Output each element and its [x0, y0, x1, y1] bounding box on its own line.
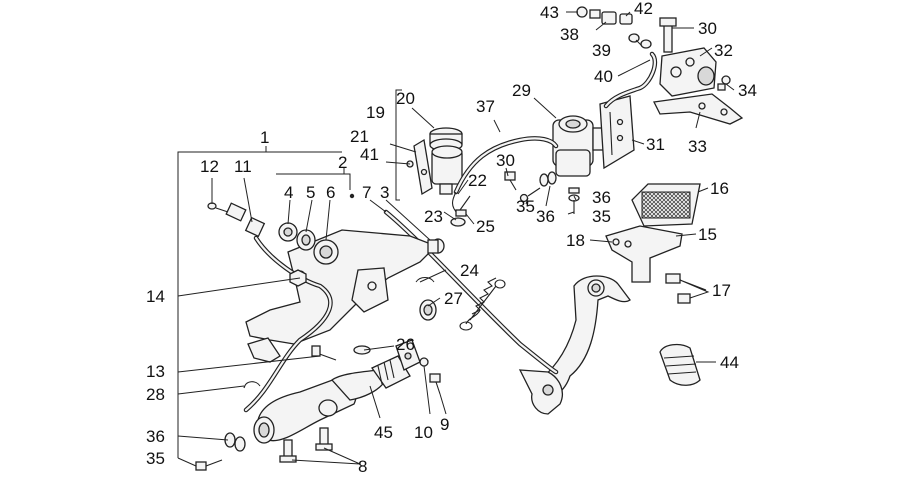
label-30-mid: 30 [496, 151, 515, 170]
master-cylinder-bracket [599, 95, 635, 170]
bolt-35-lower [195, 459, 223, 471]
label-13: 13 [146, 362, 165, 381]
label-27: 27 [444, 289, 463, 308]
pin-24 [427, 238, 445, 254]
label-43: 43 [540, 3, 559, 22]
reservoir-bracket [413, 138, 433, 196]
bolt-34 [717, 75, 731, 91]
label-20: 20 [396, 89, 415, 108]
label-35-lower: 35 [146, 449, 165, 468]
label-35-right: 35 [592, 207, 611, 226]
label-1: 1 [260, 128, 269, 147]
pin-10-9 [419, 357, 441, 395]
fittings-top [576, 6, 677, 53]
clip-23 [450, 217, 466, 227]
label-8: 8 [358, 457, 367, 476]
actuator-cylinder [253, 355, 411, 444]
label-35-mid: 35 [516, 197, 535, 216]
label-11: 11 [234, 157, 252, 176]
label-25: 25 [476, 217, 495, 236]
assembly-bracket-lines [177, 89, 402, 458]
pin-7 [349, 193, 355, 199]
label-28: 28 [146, 385, 165, 404]
part-labels: 1 2 3 4 5 6 7 8 9 10 11 12 13 14 15 16 1… [146, 0, 757, 476]
bushing-4 [278, 222, 298, 242]
screws-22-25 [455, 195, 471, 217]
brake-master-cylinder [552, 115, 610, 177]
bolt-30-mid [504, 171, 517, 191]
label-30-top: 30 [698, 19, 717, 38]
label-34: 34 [738, 81, 757, 100]
label-14: 14 [146, 287, 165, 306]
pedal-bracket [605, 225, 683, 283]
label-40: 40 [594, 67, 613, 86]
bushing-6 [313, 239, 339, 265]
pedal-pad [631, 183, 701, 227]
label-31: 31 [646, 135, 665, 154]
washer-36-lower [224, 432, 246, 452]
bolt-13 [311, 345, 337, 361]
label-38: 38 [560, 25, 579, 44]
label-23: 23 [424, 207, 443, 226]
bushing-5 [296, 229, 316, 251]
clip-near-24 [415, 277, 435, 283]
label-24: 24 [460, 261, 479, 280]
label-9: 9 [440, 415, 449, 434]
label-36-right: 36 [592, 188, 611, 207]
return-spring [459, 277, 506, 331]
label-33: 33 [688, 137, 707, 156]
label-29: 29 [512, 81, 531, 100]
distributor-mount-bracket [653, 93, 744, 125]
label-44: 44 [720, 353, 739, 372]
ring-27 [419, 299, 437, 321]
brake-distributor-block [659, 47, 717, 97]
label-12: 12 [200, 157, 219, 176]
label-3: 3 [380, 183, 389, 202]
leader-lines [177, 11, 735, 467]
clip-28 [243, 381, 261, 389]
label-4: 4 [284, 183, 293, 202]
label-32: 32 [714, 41, 733, 60]
bolt-35-right [568, 187, 580, 214]
label-16: 16 [710, 179, 729, 198]
label-19: 19 [366, 103, 385, 122]
label-45: 45 [374, 423, 393, 442]
label-36-mid: 36 [536, 207, 555, 226]
label-17: 17 [712, 281, 731, 300]
cable-11-12 [207, 202, 266, 238]
label-15: 15 [698, 225, 717, 244]
label-37: 37 [476, 97, 495, 116]
label-7: 7 [362, 183, 371, 202]
label-26: 26 [396, 335, 415, 354]
label-10: 10 [414, 423, 433, 442]
label-42: 42 [634, 0, 653, 18]
label-5: 5 [306, 183, 315, 202]
bolts-8 [279, 427, 333, 463]
label-39: 39 [592, 41, 611, 60]
bolts-17 [665, 273, 691, 304]
label-36-lower: 36 [146, 427, 165, 446]
fluid-reservoir [429, 127, 463, 195]
label-21: 21 [350, 127, 369, 146]
label-6: 6 [326, 183, 335, 202]
main-plate [245, 229, 438, 363]
label-22: 22 [468, 171, 487, 190]
label-41: 41 [360, 145, 379, 164]
pedal-arm [518, 275, 631, 415]
label-18: 18 [566, 231, 585, 250]
label-2: 2 [338, 153, 347, 172]
pedal-rubber-44 [659, 343, 701, 386]
